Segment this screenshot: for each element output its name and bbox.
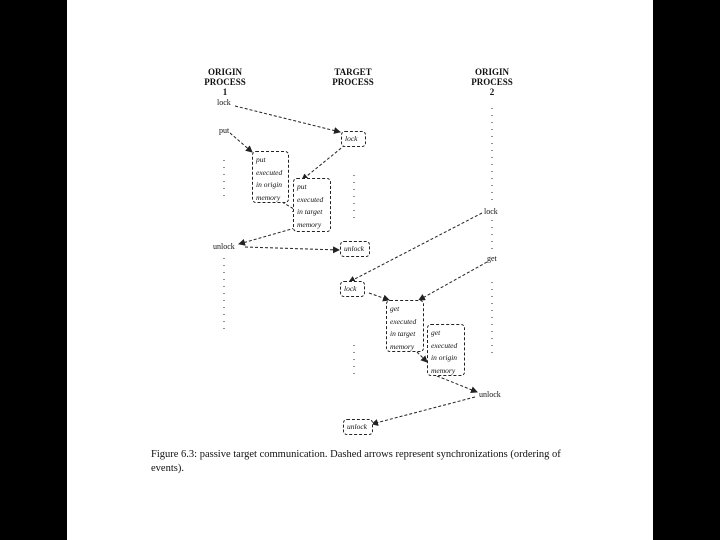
origin1-unlock-label: unlock bbox=[213, 242, 235, 251]
arrow-getorigin-to-unlock bbox=[436, 375, 478, 394]
header-origin-process-1: ORIGIN PROCESS 1 bbox=[195, 67, 255, 97]
arrow-targetlock-to-putbox bbox=[301, 144, 346, 181]
box-line: executed bbox=[390, 316, 417, 326]
origin1-lock-label: lock bbox=[217, 98, 231, 107]
header-origin-process-2: ORIGIN PROCESS 2 bbox=[462, 67, 522, 97]
box-line: in target bbox=[390, 329, 416, 338]
target-unlock-2: unlock bbox=[343, 419, 373, 435]
arrow-unlock1-to-target bbox=[244, 246, 340, 254]
target-lock-2: lock bbox=[340, 281, 365, 297]
box-line: put bbox=[256, 155, 266, 164]
header-line: TARGET bbox=[334, 67, 372, 77]
slide-page: ORIGIN PROCESS 1 TARGET PROCESS ORIGIN P… bbox=[67, 0, 653, 540]
header-line: PROCESS bbox=[204, 77, 246, 87]
arrow-get-to-box bbox=[418, 261, 488, 301]
target-lock-1: lock bbox=[341, 131, 366, 147]
box-line: in origin bbox=[256, 180, 283, 189]
figure-caption: Figure 6.3: passive target communication… bbox=[151, 449, 561, 474]
origin2-get-label: get bbox=[487, 254, 497, 263]
box-line: put bbox=[297, 182, 307, 191]
arrow-gettarget-to-getorigin bbox=[416, 351, 428, 363]
header-line: PROCESS bbox=[332, 77, 374, 87]
arrow-put-to-box bbox=[229, 132, 253, 153]
box-put-executed-target: put executed in target memory bbox=[293, 178, 331, 232]
origin2-unlock-label: unlock bbox=[479, 390, 501, 399]
box-line: get bbox=[431, 328, 441, 337]
origin1-put-label: put bbox=[219, 126, 230, 135]
box-get-executed-origin: get executed in origin memory bbox=[427, 324, 465, 376]
box-line: in target bbox=[297, 207, 323, 216]
arrow-unlock2-to-target bbox=[371, 396, 476, 426]
arrow-puttarget-to-unlock bbox=[238, 227, 296, 246]
box-line: executed bbox=[297, 194, 324, 204]
header-line: 2 bbox=[489, 87, 495, 97]
arrow-lock1-to-target bbox=[234, 105, 341, 134]
box-line: memory bbox=[256, 192, 281, 202]
header-line: ORIGIN bbox=[474, 67, 509, 77]
box-line: get bbox=[390, 304, 400, 313]
box-put-executed-origin: put executed in origin memory bbox=[252, 151, 289, 203]
box-get-executed-target: get executed in target memory bbox=[386, 300, 424, 352]
header-target-process: TARGET PROCESS bbox=[323, 67, 383, 87]
header-line: 1 bbox=[222, 87, 228, 97]
box-line: memory bbox=[431, 365, 456, 375]
header-line: PROCESS bbox=[471, 77, 513, 87]
origin2-lock-label: lock bbox=[484, 207, 498, 216]
target-unlock-1: unlock bbox=[340, 241, 370, 257]
box-line: executed bbox=[256, 167, 283, 177]
box-line: memory bbox=[297, 219, 322, 229]
arrow-targetlock2-to-getbox bbox=[368, 292, 390, 302]
header-line: ORIGIN bbox=[207, 67, 242, 77]
box-line: executed bbox=[431, 340, 458, 350]
box-line: memory bbox=[390, 341, 415, 351]
box-line: in origin bbox=[431, 353, 458, 362]
